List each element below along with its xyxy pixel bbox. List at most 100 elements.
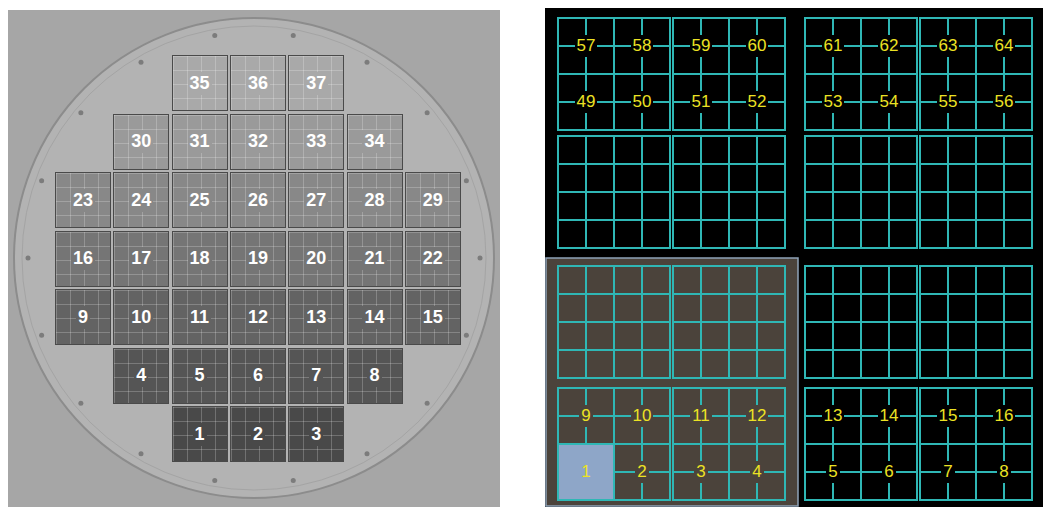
- wafer-die: 36: [230, 55, 286, 111]
- grid-panel: [545, 8, 1043, 507]
- wafer-die: 17: [113, 231, 169, 287]
- wafer-ring: [22, 26, 486, 490]
- module: [558, 136, 670, 248]
- module-border: [673, 136, 785, 248]
- wafer-hole: [365, 60, 370, 65]
- block-number: 8: [997, 461, 1010, 483]
- wafer-hole: [425, 110, 430, 115]
- wafer-die: 28: [347, 172, 403, 228]
- wafer-die: 27: [288, 172, 344, 228]
- wafer-die: 33: [288, 114, 344, 170]
- grid-block: 59: [674, 19, 728, 73]
- block-number: 5: [826, 461, 839, 483]
- wafer-hole: [291, 478, 296, 483]
- wafer-die: 9: [55, 289, 111, 345]
- grid-block: 9: [559, 389, 613, 443]
- block-number: 62: [878, 35, 901, 57]
- cell-line: [558, 321, 670, 323]
- die-number: 32: [246, 130, 270, 153]
- wafer-hole: [39, 333, 44, 338]
- wafer: [14, 18, 494, 498]
- die-number: 9: [76, 306, 90, 329]
- wafer-hole: [39, 178, 44, 183]
- wafer-die: 18: [172, 231, 228, 287]
- die-number: 5: [193, 364, 207, 387]
- grid-block: 54: [862, 75, 916, 129]
- block-number: 54: [878, 91, 901, 113]
- die-number: 2: [251, 423, 265, 446]
- cell-line: [805, 471, 917, 473]
- cell-line: [558, 191, 670, 193]
- wafer-hole: [464, 333, 469, 338]
- die-number: 3: [309, 423, 323, 446]
- wafer-die: 32: [230, 114, 286, 170]
- grid-block: 49: [559, 75, 613, 129]
- module: [805, 266, 917, 378]
- module-border: [673, 18, 785, 130]
- grid-block: 1: [559, 445, 613, 499]
- module-border: [558, 18, 670, 130]
- wafer-die: 15: [405, 289, 461, 345]
- cell-line: [558, 219, 670, 221]
- block-number: 3: [694, 461, 707, 483]
- cell-line: [920, 191, 1032, 193]
- block-number: 59: [690, 35, 713, 57]
- block-number: 2: [635, 461, 648, 483]
- grid-block: 56: [977, 75, 1031, 129]
- module-border: [920, 266, 1032, 378]
- cell-line: [805, 191, 917, 193]
- module: [558, 18, 670, 130]
- cell-line: [558, 349, 670, 351]
- cell-line: [920, 471, 1032, 473]
- wafer-hole: [464, 178, 469, 183]
- block-number: 58: [631, 35, 654, 57]
- grid-block: 55: [921, 75, 975, 129]
- module-border: [920, 388, 1032, 500]
- block-number: 11: [690, 405, 712, 427]
- module: [920, 388, 1032, 500]
- wafer-die: 16: [55, 231, 111, 287]
- wafer-die: 3: [288, 406, 344, 462]
- block-number: 14: [878, 405, 901, 427]
- cell-line: [920, 73, 1032, 75]
- die-number: 17: [129, 247, 153, 270]
- block-number: 6: [882, 461, 895, 483]
- grid-block: 12: [730, 389, 784, 443]
- block-number: 63: [937, 35, 960, 57]
- module-border: [805, 266, 917, 378]
- wafer-hole: [139, 451, 144, 456]
- cell-line: [920, 219, 1032, 221]
- wafer-hole: [78, 110, 83, 115]
- wafer-die: 25: [172, 172, 228, 228]
- grid-block: 6: [862, 445, 916, 499]
- module-border: [920, 136, 1032, 248]
- cell-line: [1003, 136, 1005, 248]
- module-border: [805, 18, 917, 130]
- block-number: 49: [575, 91, 598, 113]
- block-number: 50: [631, 91, 654, 113]
- grid-block: 13: [806, 389, 860, 443]
- cell-line: [920, 443, 1032, 445]
- block-number: 15: [937, 405, 960, 427]
- grid-block: 64: [977, 19, 1031, 73]
- grid-block: 11: [674, 389, 728, 443]
- wafer-die: 19: [230, 231, 286, 287]
- die-number: 16: [71, 247, 95, 270]
- die-number: 13: [304, 306, 328, 329]
- module: [920, 136, 1032, 248]
- grid-block: 3: [674, 445, 728, 499]
- cell-line: [673, 219, 785, 221]
- grid-block: 53: [806, 75, 860, 129]
- wafer-die: 29: [405, 172, 461, 228]
- grid-block: 16: [977, 389, 1031, 443]
- die-number: 24: [129, 189, 153, 212]
- wafer-hole: [139, 60, 144, 65]
- cell-line: [673, 321, 785, 323]
- wafer-die: 26: [230, 172, 286, 228]
- wafer-die: 21: [347, 231, 403, 287]
- module-border: [673, 266, 785, 378]
- grid-block: 4: [730, 445, 784, 499]
- cell-line: [673, 349, 785, 351]
- wafer-hole: [365, 451, 370, 456]
